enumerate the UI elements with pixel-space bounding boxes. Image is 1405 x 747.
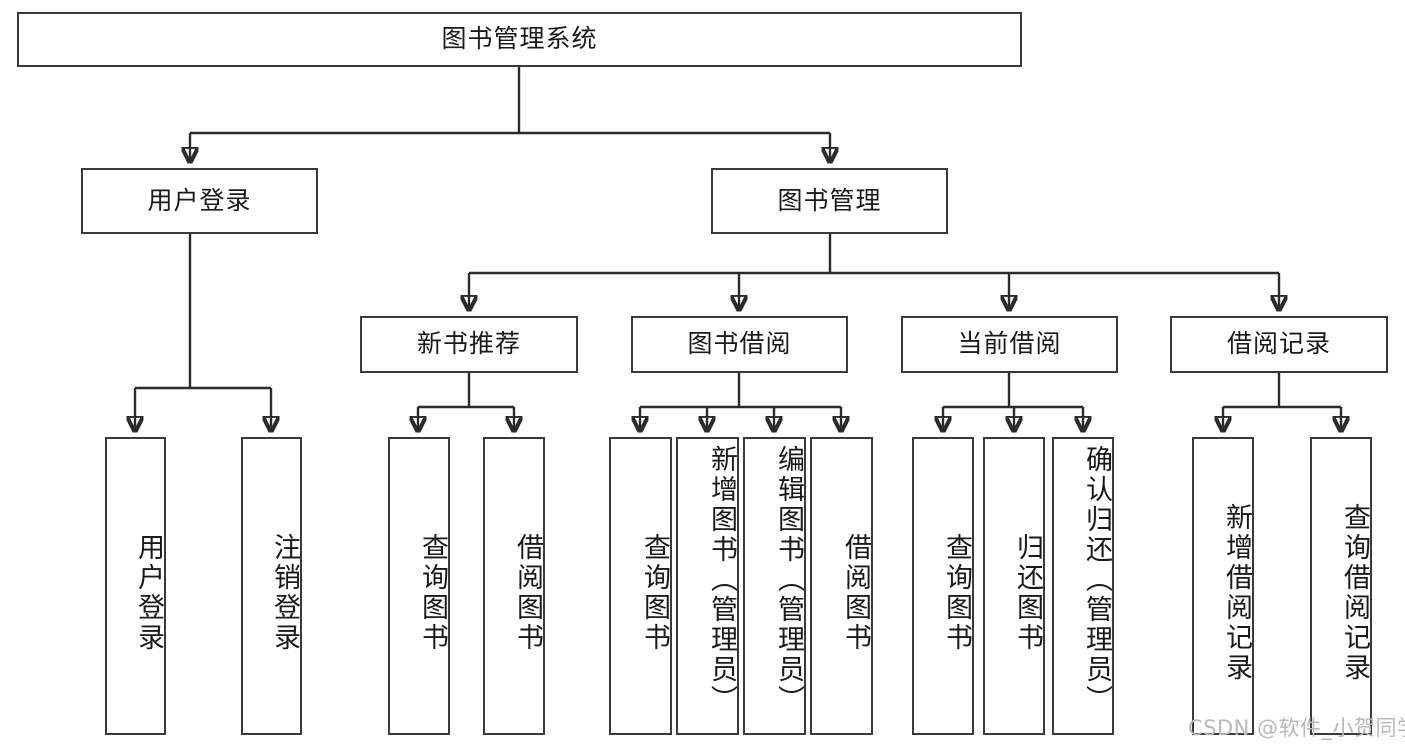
leaf-add-borrow-record-label: 新增借阅记录 — [1221, 503, 1252, 683]
leaf-edit-book-admin[interactable]: 编辑图书（管理员） — [743, 437, 806, 735]
leaf-query-book-recommend-label: 查询图书 — [417, 533, 448, 653]
node-current-borrow-label: 当前借阅 — [957, 329, 1062, 359]
leaf-add-book-admin[interactable]: 新增图书（管理员） — [676, 437, 739, 735]
leaf-add-borrow-record[interactable]: 新增借阅记录 — [1192, 437, 1254, 735]
node-user-login-label: 用户登录 — [147, 185, 252, 215]
leaf-confirm-return-admin[interactable]: 确认归还（管理员） — [1052, 437, 1114, 735]
leaf-return-book-label: 归还图书 — [1012, 533, 1043, 653]
leaf-edit-book-admin-label: 编辑图书（管理员） — [773, 445, 804, 715]
watermark: CSDN @软件_小贺同学 — [1188, 716, 1405, 740]
leaf-logout-login-label: 注销登录 — [269, 533, 300, 653]
node-book-borrow[interactable]: 图书借阅 — [631, 316, 848, 373]
leaf-return-book[interactable]: 归还图书 — [983, 437, 1045, 735]
node-book-management-label: 图书管理 — [777, 185, 882, 215]
leaf-user-login-label: 用户登录 — [133, 533, 164, 653]
leaf-add-book-admin-label: 新增图书（管理员） — [706, 445, 737, 715]
leaf-query-book-current[interactable]: 查询图书 — [912, 437, 974, 735]
node-root-label: 图书管理系统 — [441, 24, 598, 54]
node-borrow-record[interactable]: 借阅记录 — [1170, 316, 1388, 373]
leaf-confirm-return-admin-label: 确认归还（管理员） — [1081, 445, 1112, 715]
node-current-borrow[interactable]: 当前借阅 — [901, 316, 1118, 373]
leaf-query-book[interactable]: 查询图书 — [609, 437, 672, 735]
node-book-borrow-label: 图书借阅 — [687, 329, 792, 359]
leaf-query-book-label: 查询图书 — [639, 533, 670, 653]
node-book-management[interactable]: 图书管理 — [711, 168, 948, 234]
node-root[interactable]: 图书管理系统 — [17, 12, 1022, 67]
leaf-query-book-recommend[interactable]: 查询图书 — [388, 437, 450, 735]
leaf-borrow-book-recommend-label: 借阅图书 — [512, 533, 543, 653]
leaf-logout-login[interactable]: 注销登录 — [241, 437, 302, 735]
leaf-borrow-book[interactable]: 借阅图书 — [810, 437, 873, 735]
leaf-query-borrow-record-label: 查询借阅记录 — [1339, 503, 1370, 683]
leaf-user-login[interactable]: 用户登录 — [105, 437, 166, 735]
leaf-query-borrow-record[interactable]: 查询借阅记录 — [1310, 437, 1372, 735]
leaf-borrow-book-recommend[interactable]: 借阅图书 — [483, 437, 545, 735]
leaf-borrow-book-label: 借阅图书 — [840, 533, 871, 653]
node-new-book-recommend[interactable]: 新书推荐 — [360, 316, 578, 373]
node-user-login[interactable]: 用户登录 — [81, 168, 318, 234]
node-borrow-record-label: 借阅记录 — [1226, 329, 1331, 359]
leaf-query-book-current-label: 查询图书 — [941, 533, 972, 653]
node-new-book-recommend-label: 新书推荐 — [416, 329, 521, 359]
